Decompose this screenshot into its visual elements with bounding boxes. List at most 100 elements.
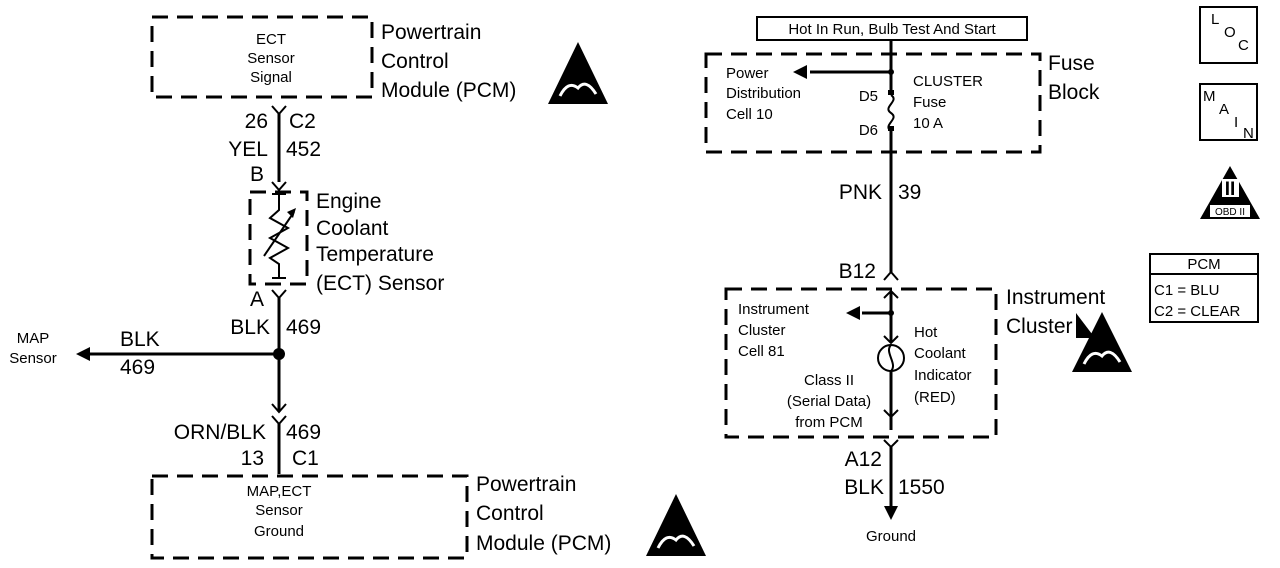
loc-letter-1: L: [1211, 11, 1219, 28]
pcm-bottom-ground-line-2: Sensor: [255, 502, 303, 519]
obd-badge-numeral: II: [1225, 179, 1236, 200]
main-letter-3: I: [1234, 114, 1238, 131]
pcm-top-signal-line-2: Sensor: [247, 50, 295, 67]
pcm-bottom-ground-line-3: Ground: [254, 523, 304, 540]
pcm-bottom-name-line-1: Powertrain: [476, 473, 576, 496]
pcm-top-signal-line-1: ECT: [256, 31, 286, 48]
pcm-top-name-line-3: Module (PCM): [381, 79, 516, 102]
main-letter-2: A: [1219, 101, 1229, 118]
fuse-block-box: [704, 52, 1042, 154]
ect-sensor-name-line-4: (ECT) Sensor: [316, 272, 444, 295]
ect-ground-color: BLK: [230, 316, 270, 339]
pcm-bottom-ground-line-1: MAP,ECT: [247, 483, 312, 500]
map-wire-color: BLK: [120, 328, 160, 351]
ect-ground-circuit: 469: [286, 316, 321, 339]
connector-fork-icon: [883, 439, 899, 449]
serial-data-line-2: (Serial Data): [787, 393, 871, 410]
fuse-block-name-line-1: Fuse: [1048, 52, 1095, 75]
serial-data-line-1: Class II: [804, 372, 854, 389]
ect-wire-circuit: 452: [286, 138, 321, 161]
arrow-left-icon: [846, 306, 860, 320]
main-letter-1: M: [1203, 88, 1216, 105]
instrument-cluster: Instrument Cluster Cell 81 Hot Coolant I…: [724, 286, 1132, 439]
fuse-pin-out: D6: [859, 122, 878, 139]
pnk-wire-pin: B12: [839, 260, 876, 283]
power-distribution-line-1: Power: [726, 65, 769, 82]
fuse-icon: [887, 94, 895, 132]
esd-warning-icon: [548, 42, 608, 104]
thermistor-icon: [267, 193, 291, 279]
loc-letter-3: C: [1238, 37, 1249, 54]
main-letter-4: N: [1243, 125, 1254, 142]
ground-label: Ground: [866, 528, 916, 545]
connector-fork-icon: [271, 289, 287, 300]
pnk-wire-color: PNK: [839, 181, 882, 204]
cluster-cell-line-2: Cluster: [738, 322, 786, 339]
indicator-line-1: Hot: [914, 324, 938, 341]
instrument-cluster-box: [724, 287, 998, 439]
pcm-top-name-line-2: Control: [381, 50, 449, 73]
cluster-ground-wire: A12 BLK 1550 Ground: [844, 439, 945, 545]
fuse-pin-in: D5: [859, 88, 878, 105]
main-badge: [1199, 83, 1258, 141]
connector-fork-icon: [271, 415, 287, 426]
esd-warning-icon: [646, 494, 706, 556]
pcm-ground-wire-color: ORN/BLK: [174, 421, 266, 444]
pcm-ground-wire-labels: ORN/BLK 469 13 C1: [174, 421, 321, 470]
connector-fork-icon: [883, 270, 899, 281]
obd-ii-icon: II OBD II: [1200, 166, 1260, 219]
esd-warning-icon: [1072, 312, 1132, 372]
map-sensor-wire: MAP Sensor BLK 469: [9, 328, 279, 379]
pcm-legend-c1: C1 = BLU: [1154, 282, 1219, 299]
connector-fork-icon: [271, 181, 287, 192]
ect-terminal-b: B: [250, 163, 264, 186]
ect-pin-26: 26: [245, 110, 268, 133]
fuse-name-line-2: Fuse: [913, 94, 946, 111]
pcm-top-module: ECT Sensor Signal Powertrain Control Mod…: [150, 15, 608, 104]
power-distribution-line-3: Cell 10: [726, 106, 773, 123]
pcm-legend-box: [1149, 253, 1259, 323]
ground-wire-circuit: 1550: [898, 476, 945, 499]
ect-sensor-name-line-3: Temperature: [316, 243, 434, 266]
hot-in-run-label: Hot In Run, Bulb Test And Start: [788, 21, 996, 38]
pcm-top-box: [150, 15, 374, 99]
pcm-bottom-module: MAP,ECT Sensor Ground Powertrain Control…: [150, 473, 706, 560]
connector-fork-icon: [271, 105, 287, 116]
power-distribution-line-2: Distribution: [726, 85, 801, 102]
indicator-line-2: Coolant: [914, 345, 967, 362]
fuse-block: Hot In Run, Bulb Test And Start Power Di…: [704, 16, 1100, 154]
fuse-name-line-1: CLUSTER: [913, 73, 983, 90]
pcm-bottom-name-line-2: Control: [476, 502, 544, 525]
ect-sensor-box: [248, 190, 309, 286]
map-sensor-label-line-1: MAP: [17, 330, 50, 347]
loc-badge: [1199, 6, 1258, 64]
pcm-ground-wire-circuit: 469: [286, 421, 321, 444]
pnk-wire: PNK 39 B12: [839, 131, 921, 283]
pcm-top-signal-line-3: Signal: [250, 69, 292, 86]
cluster-name-line-2: Cluster: [1006, 315, 1073, 338]
cluster-cell-line-3: Cell 81: [738, 343, 785, 360]
ground-wire-pin: A12: [845, 448, 882, 471]
arrow-down-icon: [884, 506, 898, 520]
pcm-connector-legend: PCM C1 = BLU C2 = CLEAR: [1149, 253, 1259, 323]
ect-connector-c2: C2: [289, 110, 316, 133]
loc-letter-2: O: [1224, 24, 1236, 41]
ect-terminal-a: A: [250, 288, 264, 311]
serial-data-line-3: from PCM: [795, 414, 863, 431]
legend: L O C M A I N II OBD II PCM C1 = BLU C2 …: [1149, 6, 1260, 323]
ect-sensor-name-line-2: Coolant: [316, 217, 389, 240]
indicator-line-3: Indicator: [914, 367, 972, 384]
pcm-ground-connector: C1: [292, 447, 319, 470]
obd-badge-label: OBD II: [1215, 207, 1245, 218]
map-sensor-label-line-2: Sensor: [9, 350, 57, 367]
pcm-ground-pin: 13: [241, 447, 264, 470]
ground-wire-color: BLK: [844, 476, 884, 499]
cluster-cell-line-1: Instrument: [738, 301, 810, 318]
cluster-name-line-1: Instrument: [1006, 286, 1105, 309]
pcm-bottom-name-line-3: Module (PCM): [476, 532, 611, 555]
arrow-left-icon: [76, 347, 90, 361]
map-wire-circuit: 469: [120, 356, 155, 379]
fuse-name-line-3: 10 A: [913, 115, 943, 132]
